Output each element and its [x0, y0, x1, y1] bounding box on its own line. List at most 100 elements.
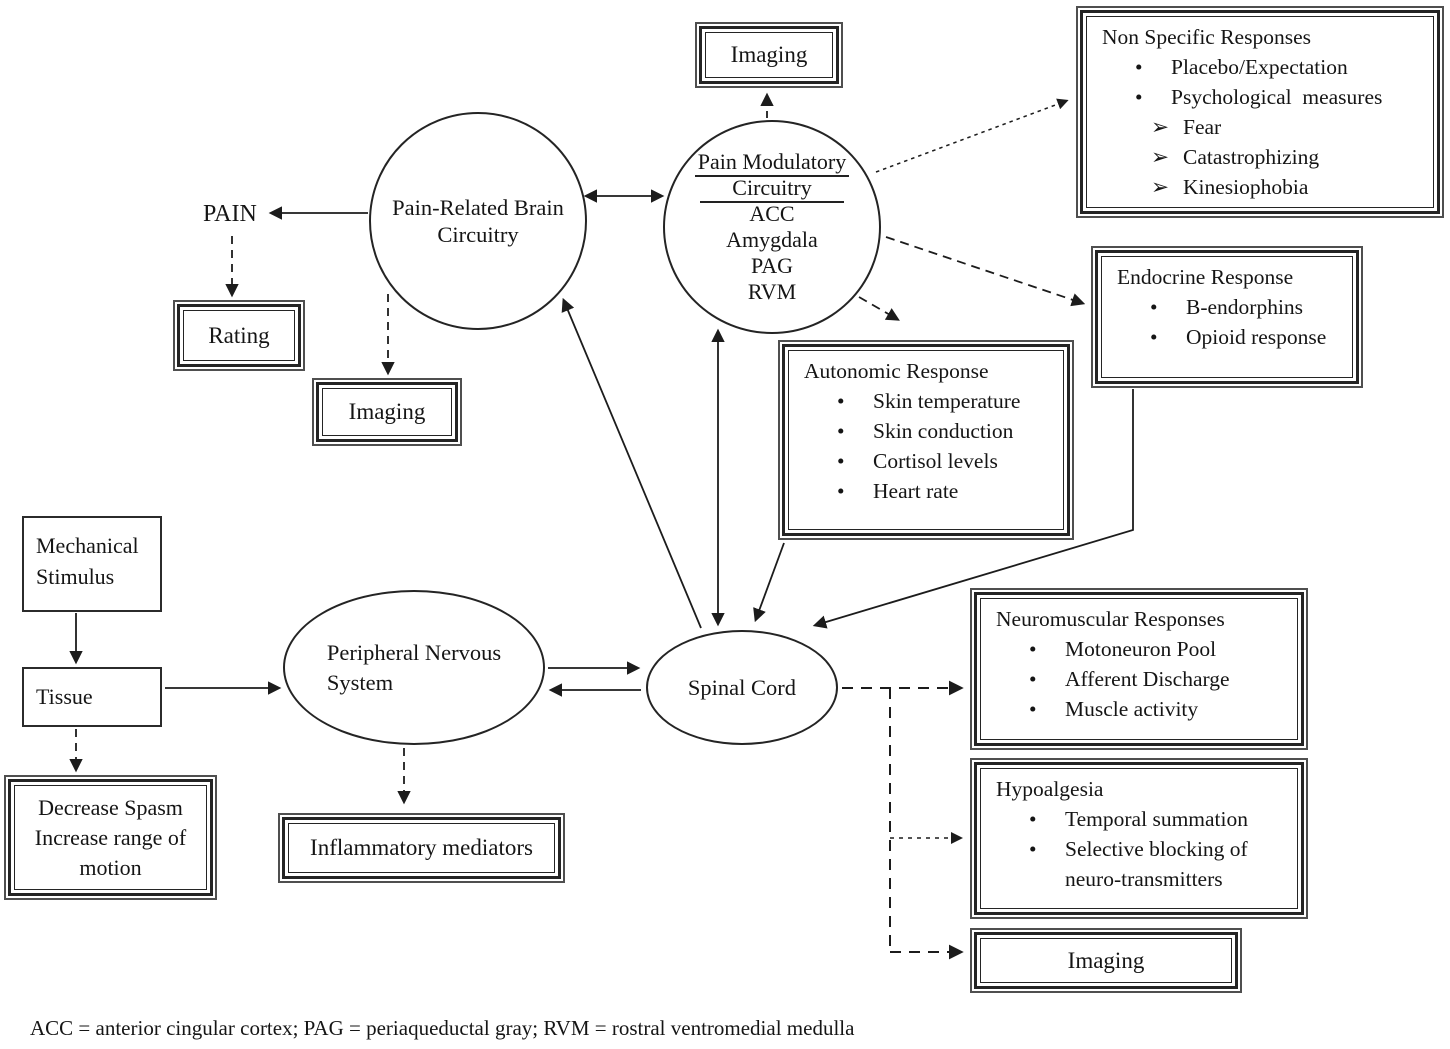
autonomic-response-box: Autonomic Response • Skin temperature • Sk…: [778, 340, 1074, 540]
bullet-icon: •: [1029, 697, 1037, 721]
brain-region: Amygdala: [726, 227, 818, 252]
brain-region: RVM: [747, 279, 797, 304]
bullet-icon: •: [1150, 325, 1158, 349]
list-item-text: B-endorphins: [1186, 295, 1304, 319]
list-item-text: Temporal summation: [1065, 807, 1249, 831]
decrease-label-line: motion: [79, 854, 142, 880]
brain-region: ACC: [749, 201, 795, 226]
list-item-text: Skin conduction: [873, 419, 1014, 443]
list-item-text: Fear: [1183, 115, 1222, 139]
list-item-text: Opioid response: [1186, 325, 1327, 349]
decrease-label-line: Decrease Spasm: [38, 794, 183, 820]
list-item: ➢ Catastrophizing: [1087, 142, 1433, 172]
circle-label-line: Circuitry: [437, 222, 519, 247]
list-item-text: Selective blocking of neuro-transmitters: [1065, 837, 1248, 891]
list-item-text: Heart rate: [873, 479, 959, 503]
rating-box: Rating: [173, 300, 305, 371]
list-item: • Placebo/Expectation: [1087, 52, 1433, 82]
list-item: • Afferent Discharge: [981, 664, 1297, 694]
list-item: • Psychological measures: [1087, 82, 1433, 112]
arrow-bullet-icon: ➢: [1151, 115, 1170, 139]
brain-region: PAG: [751, 253, 793, 278]
list-item-text: Motoneuron Pool: [1065, 637, 1217, 661]
bullet-icon: •: [1029, 637, 1037, 661]
pain-related-brain-circle: Pain-Related Brain Circuitry: [369, 112, 587, 330]
circle-title: Pain Modulatory: [694, 149, 850, 177]
list-item: • Motoneuron Pool: [981, 634, 1297, 664]
imaging-top-label: Imaging: [730, 42, 808, 67]
circle-label-line: Pain-Related Brain: [392, 195, 564, 220]
bullet-icon: •: [837, 419, 845, 443]
arrow-modulatory-to-endocrine: [885, 236, 1086, 307]
arrow-endocrine-to-spinal: [812, 389, 1134, 629]
circle-title-text: Pain Modulatory: [694, 149, 850, 177]
pns-label-line: Peripheral Nervous: [326, 639, 502, 665]
endocrine-response-box: Endocrine Response • B-endorphins • Opioid…: [1091, 246, 1363, 388]
list-item: • Opioid response: [1102, 322, 1352, 352]
list-item: • Skin temperature: [789, 386, 1063, 416]
imaging-bottom-label: Imaging: [1067, 947, 1145, 973]
rating-label: Rating: [208, 322, 270, 348]
legend-text: ACC = anterior cingular cortex; PAG = pe…: [30, 1016, 855, 1040]
decrease-spasm-box: Decrease Spasm Increase range of motion: [4, 775, 217, 900]
arrow-modulatory-to-nonspecific: [875, 98, 1069, 173]
bullet-icon: •: [1029, 667, 1037, 691]
arrow-autonomic-to-spinal: [753, 542, 785, 623]
neuromuscular-title: Neuromuscular Responses: [996, 607, 1225, 631]
inflammatory-label: Inflammatory mediators: [310, 835, 533, 860]
tissue-label: Tissue: [36, 684, 93, 709]
mechanical-stimulus-box: Mechanical Stimulus: [22, 516, 162, 612]
imaging-left-box: Imaging: [312, 378, 462, 446]
list-item-text: Kinesiophobia: [1183, 175, 1309, 199]
bullet-icon: •: [1135, 85, 1143, 109]
spinal-cord-ellipse: Spinal Cord: [646, 630, 838, 745]
list-item: • Temporal summation: [981, 804, 1297, 834]
list-item: ➢ Kinesiophobia: [1087, 172, 1433, 202]
list-item-text: Afferent Discharge: [1065, 667, 1230, 691]
hypoalgesia-box: Hypoalgesia • Temporal summation • Selecti…: [970, 758, 1308, 919]
list-item: • Skin conduction: [789, 416, 1063, 446]
list-item: • Cortisol levels: [789, 446, 1063, 476]
list-item: • Selective blocking of neuro-transmitter…: [981, 834, 1297, 894]
list-item: • B-endorphins: [1102, 292, 1352, 322]
neuromuscular-responses-box: Neuromuscular Responses • Motoneuron Pool…: [970, 588, 1308, 750]
hypoalgesia-title: Hypoalgesia: [996, 777, 1104, 801]
arrow-bullet-icon: ➢: [1151, 175, 1170, 199]
mechanical-label-line: Stimulus: [36, 564, 115, 589]
list-item-text: Muscle activity: [1065, 697, 1199, 721]
list-item-text: Catastrophizing: [1183, 145, 1320, 169]
arrow-bullet-icon: ➢: [1151, 145, 1170, 169]
bullet-icon: •: [837, 449, 845, 473]
pain-modulatory-circle: Pain Modulatory Circuitry ACC Amygdala P…: [663, 120, 881, 334]
tissue-box: Tissue: [22, 667, 162, 727]
endocrine-title: Endocrine Response: [1117, 265, 1294, 289]
circle-title-text: Circuitry: [700, 175, 844, 203]
mechanical-label-line: Mechanical: [36, 533, 139, 558]
spinal-cord-label: Spinal Cord: [687, 674, 797, 700]
peripheral-nervous-system-ellipse: Peripheral Nervous System: [283, 590, 545, 745]
list-item-text: Psychological measures: [1171, 85, 1383, 109]
bullet-icon: •: [1029, 837, 1037, 861]
list-item-text: Skin temperature: [873, 389, 1021, 413]
inflammatory-mediators-box: Inflammatory mediators: [278, 813, 565, 883]
bullet-icon: •: [837, 389, 845, 413]
circle-title: Circuitry: [700, 175, 844, 203]
list-item-text: Placebo/Expectation: [1171, 55, 1348, 79]
list-item: ➢ Fear: [1087, 112, 1433, 142]
bullet-icon: •: [1135, 55, 1143, 79]
list-item: • Muscle activity: [981, 694, 1297, 724]
bullet-icon: •: [837, 479, 845, 503]
arrow-modulatory-to-autonomic: [858, 296, 900, 321]
pns-label-line: System: [326, 669, 394, 695]
imaging-left-label: Imaging: [348, 399, 426, 424]
pain-label: PAIN: [203, 201, 257, 227]
imaging-top-box: Imaging: [695, 22, 843, 88]
list-item-text: Cortisol levels: [873, 449, 998, 473]
bullet-icon: •: [1029, 807, 1037, 831]
imaging-bottom-box: Imaging: [970, 928, 1242, 993]
non-specific-title: Non Specific Responses: [1102, 25, 1311, 49]
bullet-icon: •: [1150, 295, 1158, 319]
arrow-spinal-to-brain: [561, 297, 702, 629]
autonomic-title: Autonomic Response: [804, 359, 989, 383]
